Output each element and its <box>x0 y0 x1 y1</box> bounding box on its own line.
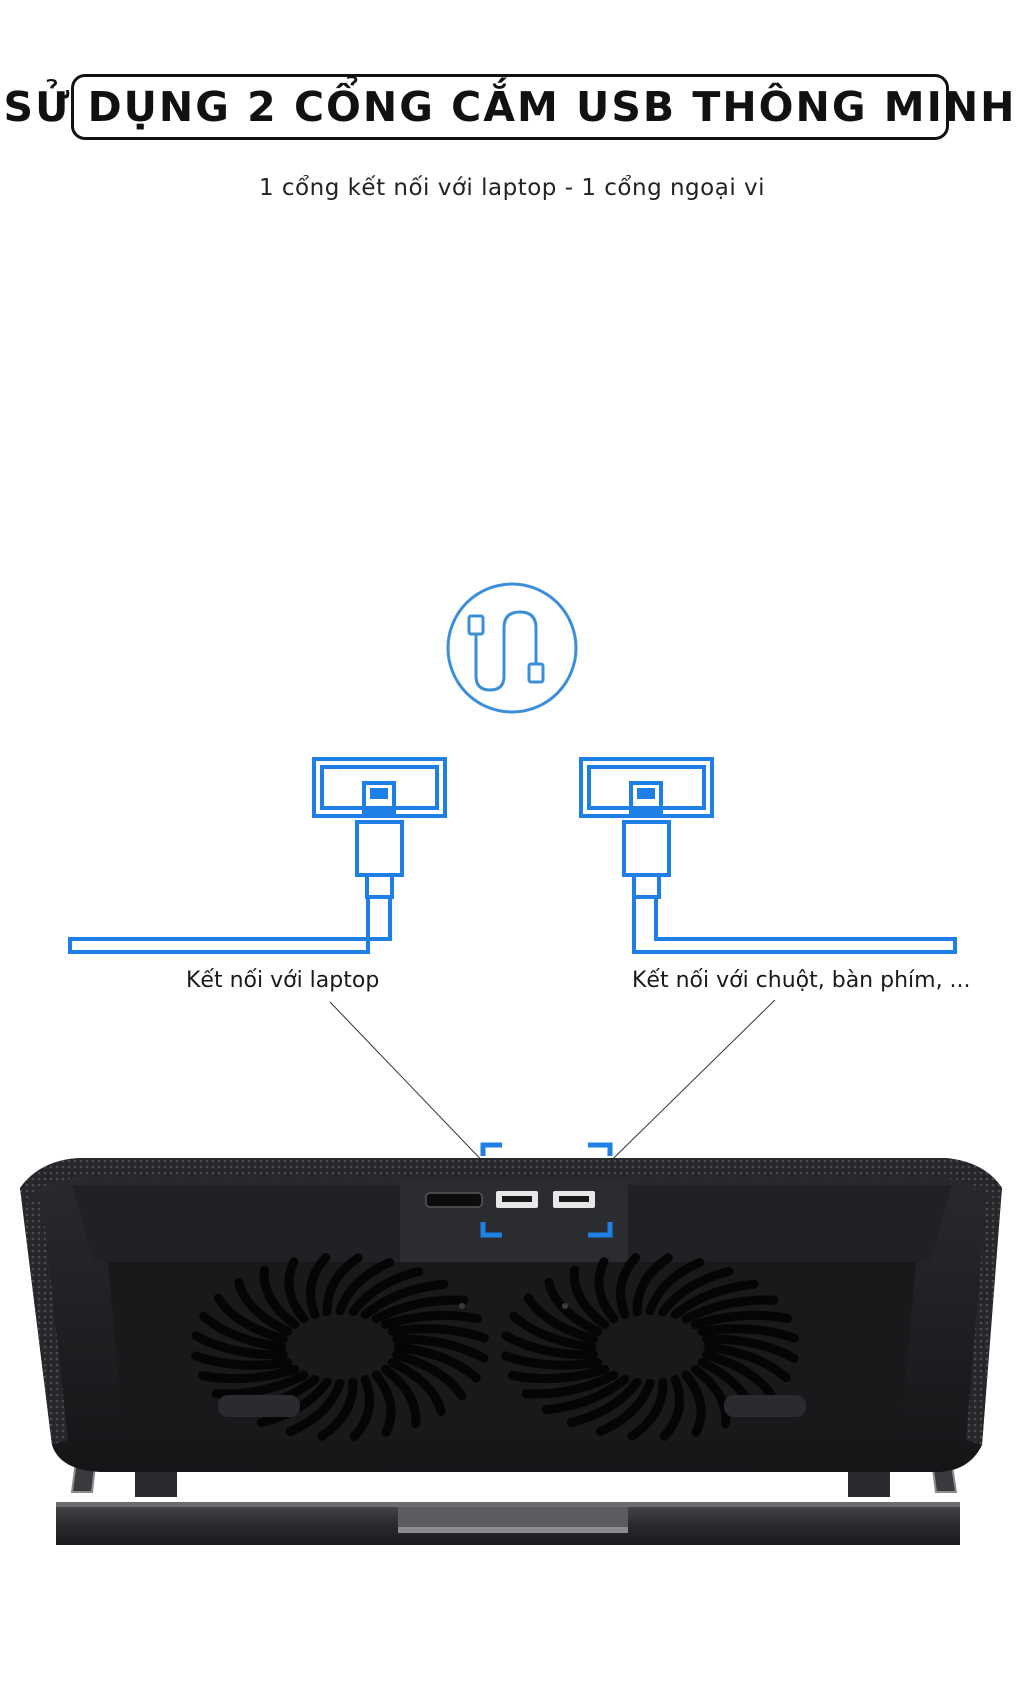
usb-plug-left <box>68 757 447 954</box>
usb-port-peripheral <box>553 1191 595 1208</box>
usb-port-laptop <box>496 1191 538 1208</box>
usb-cable-icon <box>446 582 578 714</box>
page-subtitle: 1 cổng kết nối với laptop - 1 cổng ngoại… <box>258 175 766 201</box>
port-highlight-brackets <box>480 1142 613 1238</box>
usb-plug-right <box>579 757 957 954</box>
fan-grille-2 <box>501 1253 799 1441</box>
cooling-pad <box>20 1142 1002 1545</box>
page-title: SỬ DỤNG 2 CỔNG CẮM USB THÔNG MINH <box>3 83 1017 131</box>
port-label-laptop: Kết nối với laptop <box>186 968 380 993</box>
port-label-peripheral: Kết nối với chuột, bàn phím, ... <box>632 968 971 993</box>
title-banner: SỬ DỤNG 2 CỔNG CẮM USB THÔNG MINH <box>4 74 1014 140</box>
